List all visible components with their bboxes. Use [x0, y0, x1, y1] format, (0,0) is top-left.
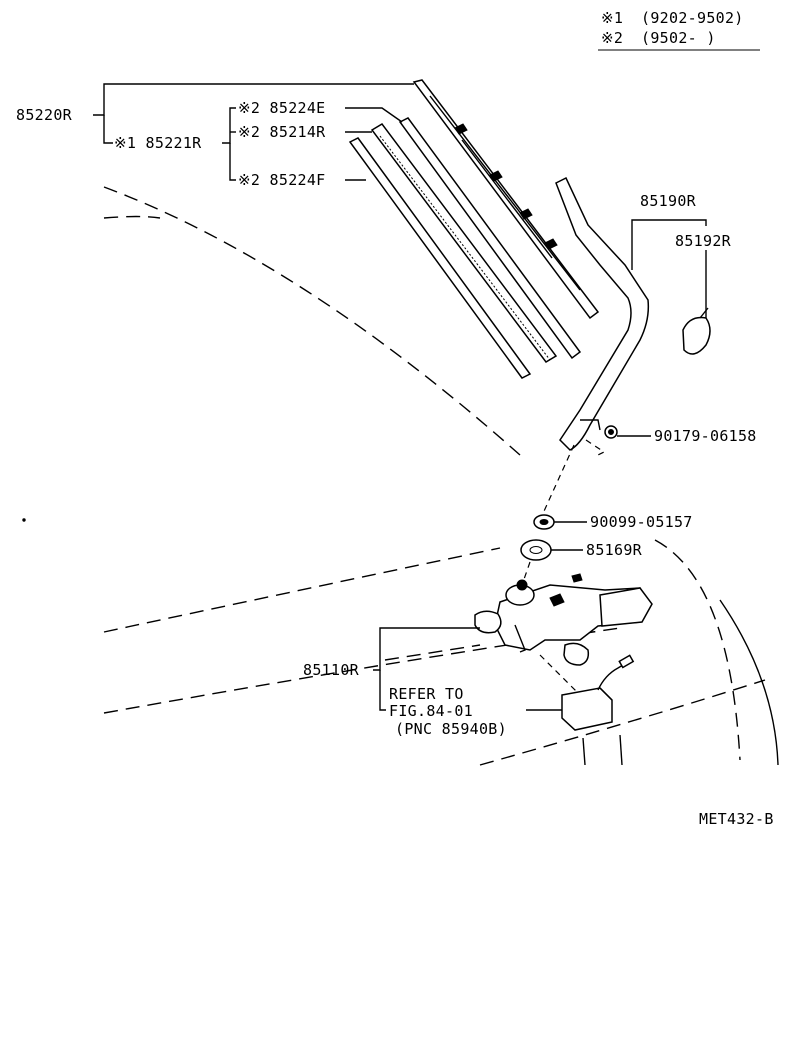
- refer-line-3: (PNC 85940B): [395, 720, 507, 738]
- leader-85220R: [93, 83, 414, 116]
- legend: ※1 (9202-9502) ※2 (9502- ): [598, 9, 760, 51]
- leader-85221R-group: [222, 107, 236, 144]
- tailgate-line-1: [582, 737, 586, 766]
- relay-box-edge: [599, 687, 613, 701]
- legend-mark-2: ※2: [601, 29, 623, 47]
- label-90099-05157: 90099-05157: [590, 513, 693, 531]
- arm-cap-icon: [682, 316, 711, 355]
- blade-frame: [412, 79, 600, 320]
- label-85220R: 85220R: [16, 106, 73, 124]
- leader-85221R-branch: [103, 115, 113, 144]
- glass-edge-short: [103, 215, 161, 219]
- label-85221R: ※1 85221R: [114, 134, 202, 152]
- nut-hole: [608, 429, 614, 435]
- dot-mark: [22, 518, 26, 522]
- cushion-icon: [520, 539, 552, 561]
- leader-85224E: [345, 107, 403, 123]
- tailgate-edge-outer: [719, 599, 779, 766]
- pivot-axis-upper: [539, 444, 575, 521]
- motor-shaft: [516, 579, 528, 591]
- pivot-axis-lower: [521, 561, 531, 586]
- motor-bolts: [549, 573, 583, 607]
- label-85169R: 85169R: [586, 541, 643, 559]
- arm-base-detail: [580, 419, 601, 431]
- legend-range-2: (9502- ): [641, 29, 716, 47]
- tailgate-line-2: [619, 734, 623, 766]
- refer-line-1: REFER TO: [389, 685, 464, 703]
- label-90179-06158: 90179-06158: [654, 427, 757, 445]
- label-85224E: ※2 85224E: [238, 99, 326, 117]
- label-85224F: ※2 85224F: [238, 171, 326, 189]
- relay-wire: [597, 661, 629, 691]
- tailgate-edge-lower: [479, 679, 766, 766]
- washer-hole: [539, 519, 549, 525]
- glass-edge-mid: [384, 644, 481, 661]
- body-outline: [22, 186, 779, 766]
- refer-line-2: FIG.84-01: [389, 702, 473, 720]
- label-85110R: 85110R: [303, 661, 360, 679]
- wiper-motor: [474, 573, 653, 731]
- motor-bracket: [514, 624, 526, 653]
- cushion-hole: [529, 546, 543, 554]
- arm-cap-tab: [699, 307, 709, 319]
- part-labels: 85220R ※1 85221R ※2 85224E ※2 85214R ※2 …: [16, 99, 774, 828]
- motor-connector-line: [539, 654, 581, 696]
- wiper-blade-assembly: [348, 79, 600, 379]
- label-85192R: 85192R: [675, 232, 732, 250]
- leader-85110R-upper: [373, 627, 480, 671]
- tailgate-edge-right: [654, 539, 741, 761]
- blade-rubber: [370, 123, 558, 363]
- relay-box: [561, 687, 613, 731]
- wiper-arm: [555, 176, 711, 451]
- motor-mount-right: [563, 642, 590, 666]
- blade-backing: [348, 137, 532, 379]
- leader-85224F-tick: [229, 143, 236, 181]
- arm-body: [555, 176, 650, 451]
- legend-range-1: (9202-9502): [641, 9, 744, 27]
- blade-rubber-edge: [379, 135, 551, 361]
- blade-holder: [398, 117, 582, 360]
- blade-clips: [454, 123, 558, 250]
- glass-edge-lower: [103, 547, 501, 633]
- blade-claw-line: [461, 139, 553, 259]
- glass-edge-upper: [103, 186, 521, 456]
- relay-plug: [618, 654, 635, 669]
- figure-code: MET432-B: [699, 810, 774, 828]
- label-85214R: ※2 85214R: [238, 123, 326, 141]
- leader-lines: [93, 83, 707, 711]
- legend-mark-1: ※1: [601, 9, 623, 27]
- leader-85190R: [631, 219, 707, 270]
- pivot-hardware: [520, 425, 618, 586]
- pivot-axis-side: [585, 439, 606, 456]
- motor-mount-left: [474, 610, 502, 634]
- leader-85110R-lower: [379, 670, 386, 711]
- motor-can: [599, 587, 653, 627]
- label-85190R: 85190R: [640, 192, 697, 210]
